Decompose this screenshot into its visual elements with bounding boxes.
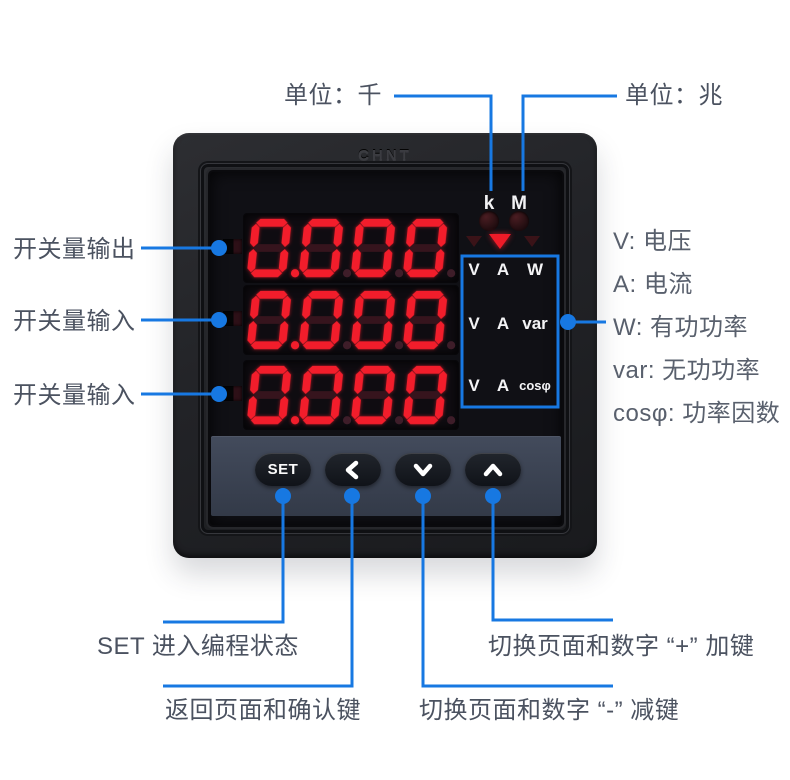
- phase-triangle-active-icon: [489, 234, 511, 249]
- minus-button[interactable]: [395, 453, 451, 486]
- brand-logo: CHNT: [358, 147, 412, 164]
- meter-front-panel: k M V A W V A var V A cosφ SET: [210, 172, 562, 525]
- button-panel: SET: [211, 436, 561, 516]
- mega-label: M: [511, 193, 527, 214]
- phase-triangle-left-icon: [466, 236, 482, 247]
- annotation-switch-output: 开关量输出: [13, 236, 136, 263]
- set-button[interactable]: SET: [255, 453, 311, 486]
- back-button[interactable]: [325, 453, 381, 486]
- mega-led: [509, 211, 529, 231]
- annotation-switch-input-2: 开关量输入: [13, 382, 136, 409]
- annotation-unit-kilo: 单位：千: [284, 82, 382, 109]
- legend-item-voltage: V: 电压: [613, 228, 692, 255]
- display-row-3: [243, 360, 459, 430]
- set-button-label: SET: [267, 461, 299, 478]
- annotation-plus-note: 切换页面和数字 “+” 加键: [488, 633, 755, 660]
- unit-cell-cosphi: cosφ: [519, 378, 551, 393]
- annotation-switch-input-1: 开关量输入: [13, 308, 136, 335]
- unit-cell-w: W: [526, 260, 544, 279]
- switch-input-slot-1: [223, 311, 242, 326]
- kilo-led: [479, 211, 499, 231]
- annotation-set-note: SET 进入编程状态: [97, 633, 299, 660]
- display-row-2: [243, 285, 459, 355]
- chevron-up-icon: [483, 463, 503, 476]
- unit-cell-var: var: [522, 314, 548, 333]
- chevron-down-icon: [413, 463, 433, 476]
- display-row-1: [243, 213, 459, 283]
- switch-output-slot: [223, 239, 242, 254]
- chevron-left-icon: [345, 460, 359, 479]
- unit-legend-list: V: 电压 A: 电流 W: 有功功率 var: 无功功率 cosφ: 功率因数: [613, 227, 780, 442]
- legend-item-current: A: 电流: [613, 271, 693, 298]
- kilo-label: k: [483, 193, 495, 214]
- annotation-minus-note: 切换页面和数字 “-” 减键: [419, 697, 680, 724]
- legend-item-power-factor: cosφ: 功率因数: [613, 400, 781, 427]
- bezel-ridge: [200, 163, 570, 534]
- legend-item-active-power: W: 有功功率: [613, 314, 749, 341]
- legend-item-reactive-power: var: 无功功率: [613, 357, 761, 384]
- annotation-back-note: 返回页面和确认键: [165, 697, 361, 724]
- plus-button[interactable]: [465, 453, 521, 486]
- switch-input-slot-2: [223, 386, 242, 401]
- annotation-unit-mega: 单位：兆: [625, 82, 723, 109]
- panel-meter-device: CHNT k M V A W V A var: [173, 133, 597, 558]
- phase-triangle-right-icon: [524, 236, 540, 247]
